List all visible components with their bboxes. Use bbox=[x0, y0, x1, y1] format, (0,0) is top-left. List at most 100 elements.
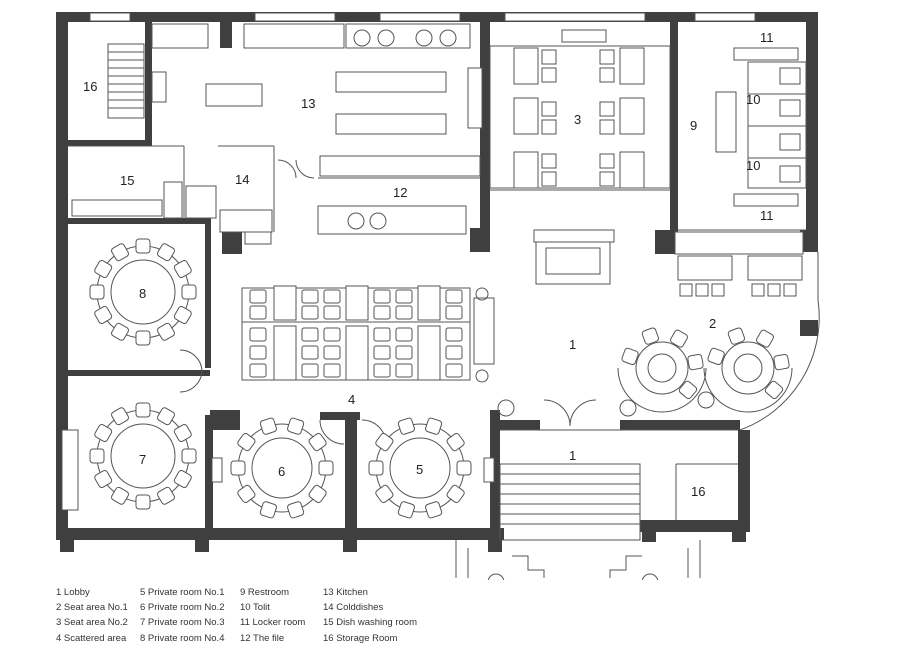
chair bbox=[373, 289, 391, 304]
chair bbox=[173, 306, 192, 324]
partitions bbox=[68, 145, 806, 520]
chair bbox=[323, 305, 341, 320]
chair bbox=[157, 243, 175, 262]
legend-item: 16 Storage Room bbox=[323, 632, 398, 644]
chair bbox=[249, 345, 267, 360]
chair bbox=[395, 345, 413, 360]
legend-column-3: 9 Restroom 10 Tolit 11 Locker room 12 Th… bbox=[240, 585, 305, 646]
label-private-room-2: 6 bbox=[278, 464, 285, 479]
chair bbox=[301, 345, 319, 360]
chair bbox=[89, 448, 105, 464]
scattered-area-furniture bbox=[241, 285, 715, 417]
table-chairs bbox=[707, 327, 790, 400]
chair bbox=[135, 402, 151, 418]
stairs bbox=[107, 43, 145, 119]
chair bbox=[111, 486, 129, 505]
label-seat-area-2: 3 bbox=[574, 112, 581, 127]
chair bbox=[395, 327, 413, 342]
chair bbox=[249, 289, 267, 304]
chair bbox=[425, 501, 443, 519]
chair bbox=[230, 460, 246, 476]
table-chairs bbox=[89, 238, 197, 346]
legend-item: 9 Restroom bbox=[240, 587, 290, 598]
chair bbox=[727, 327, 746, 345]
chair bbox=[395, 363, 413, 378]
legend-item: 10 Tolit bbox=[240, 602, 270, 614]
chair bbox=[445, 327, 463, 342]
chair bbox=[445, 305, 463, 320]
legend-item: 6 Private room No.2 bbox=[140, 602, 225, 614]
legend: 1 Lobby 2 Seat area No.1 3 Seat area No.… bbox=[56, 585, 496, 647]
legend-column-1: 1 Lobby 2 Seat area No.1 3 Seat area No.… bbox=[56, 585, 128, 646]
chair bbox=[756, 329, 774, 348]
chair bbox=[157, 486, 175, 505]
chair bbox=[111, 243, 129, 262]
chair bbox=[249, 363, 267, 378]
label-the-file: 12 bbox=[393, 185, 407, 200]
chair bbox=[287, 417, 305, 435]
label-toilet-bottom: 10 bbox=[746, 158, 760, 173]
chair bbox=[446, 484, 465, 503]
label-storage-top: 16 bbox=[83, 79, 97, 94]
doors bbox=[179, 159, 597, 445]
legend-item: 2 Seat area No.1 bbox=[56, 602, 128, 614]
chair bbox=[308, 484, 327, 503]
chair bbox=[135, 238, 151, 254]
table-chairs bbox=[230, 417, 334, 519]
chair bbox=[318, 460, 334, 476]
label-private-room-4: 8 bbox=[139, 286, 146, 301]
chair bbox=[259, 417, 277, 435]
restroom-fixtures bbox=[715, 47, 807, 207]
table-chairs bbox=[621, 327, 704, 400]
entrance-stairs bbox=[455, 463, 701, 580]
chair bbox=[397, 417, 415, 435]
chair bbox=[135, 494, 151, 510]
chair bbox=[237, 433, 256, 452]
chair bbox=[373, 345, 391, 360]
legend-column-2: 5 Private room No.1 6 Private room No.2 … bbox=[140, 585, 224, 646]
chair bbox=[323, 327, 341, 342]
chair bbox=[395, 305, 413, 320]
label-locker-bottom: 11 bbox=[760, 208, 774, 223]
chair bbox=[323, 363, 341, 378]
chair bbox=[373, 363, 391, 378]
label-lobby-main: 1 bbox=[569, 337, 576, 352]
chair bbox=[111, 322, 129, 341]
label-toilet-top: 10 bbox=[746, 92, 760, 107]
chair bbox=[397, 501, 415, 519]
legend-item: 12 The file bbox=[240, 632, 285, 644]
chair bbox=[181, 284, 197, 300]
chair bbox=[259, 501, 277, 519]
legend-item: 15 Dish washing room bbox=[323, 617, 417, 629]
chair bbox=[764, 380, 784, 400]
chair bbox=[707, 347, 725, 366]
chair bbox=[373, 327, 391, 342]
chair bbox=[94, 306, 113, 324]
chair bbox=[157, 407, 175, 426]
chair bbox=[287, 501, 305, 519]
label-kitchen: 13 bbox=[301, 96, 315, 111]
chair bbox=[94, 260, 113, 278]
reception-counter bbox=[533, 229, 615, 285]
label-dish-washing: 15 bbox=[120, 173, 134, 188]
chair bbox=[621, 347, 639, 366]
seat-area-2-furniture bbox=[489, 29, 671, 189]
chair bbox=[94, 470, 113, 488]
chair bbox=[670, 329, 688, 348]
table-chairs bbox=[368, 417, 472, 519]
chair bbox=[301, 327, 319, 342]
legend-item: 13 Kitchen bbox=[323, 587, 368, 598]
legend-item: 11 Locker room bbox=[240, 617, 306, 629]
chair bbox=[445, 345, 463, 360]
label-storage-bottom: 16 bbox=[691, 484, 705, 499]
chair bbox=[181, 448, 197, 464]
chair bbox=[308, 433, 327, 452]
chair bbox=[641, 327, 660, 345]
scattered-chairs bbox=[249, 289, 463, 378]
chair bbox=[301, 363, 319, 378]
columns bbox=[60, 320, 818, 552]
legend-item: 4 Scattered area bbox=[56, 632, 127, 644]
chair bbox=[89, 284, 105, 300]
label-locker-top: 11 bbox=[760, 30, 774, 45]
chair bbox=[249, 305, 267, 320]
